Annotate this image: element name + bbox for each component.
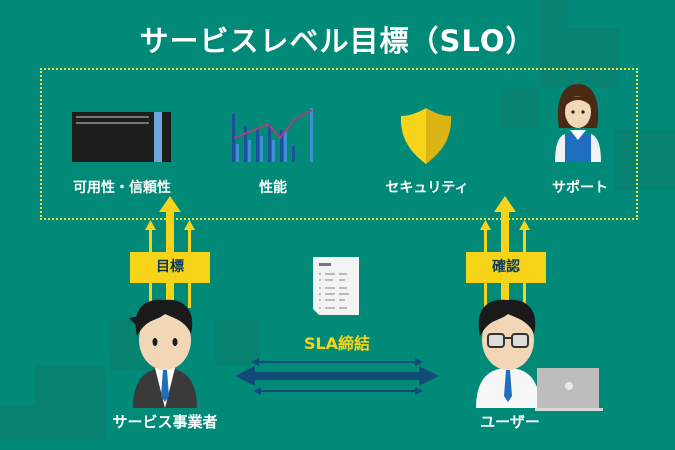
bg-square xyxy=(215,320,260,365)
user-label: ユーザー xyxy=(480,413,540,431)
document-icon xyxy=(313,257,359,315)
service-provider-label: サービス事業者 xyxy=(112,413,218,431)
user-avatar xyxy=(476,299,540,408)
bg-square xyxy=(540,0,568,28)
laptop-icon xyxy=(535,368,603,411)
page-title: サービスレベル目標（SLO） xyxy=(139,24,536,58)
service-provider-avatar xyxy=(129,299,197,408)
chart-icon xyxy=(232,108,313,162)
bidirectional-arrows-icon xyxy=(235,358,439,395)
support-person-icon xyxy=(555,84,601,162)
category-label-performance: 性能 xyxy=(259,180,287,196)
bg-square xyxy=(0,405,35,440)
bg-square xyxy=(35,365,105,440)
category-label-security: セキュリティ xyxy=(385,180,469,196)
shield-icon xyxy=(400,108,452,164)
bg-square xyxy=(615,130,675,190)
goal-tag: 目標 xyxy=(130,252,210,283)
slo-dotted-box xyxy=(40,68,638,220)
category-label-support: サポート xyxy=(552,180,608,196)
bg-square xyxy=(540,28,620,88)
bg-square xyxy=(500,88,540,128)
sla-agreement-label: SLA締結 xyxy=(303,334,371,353)
confirm-tag: 確認 xyxy=(466,252,546,283)
server-icon xyxy=(72,112,171,162)
category-label-availability: 可用性・信頼性 xyxy=(73,180,171,196)
